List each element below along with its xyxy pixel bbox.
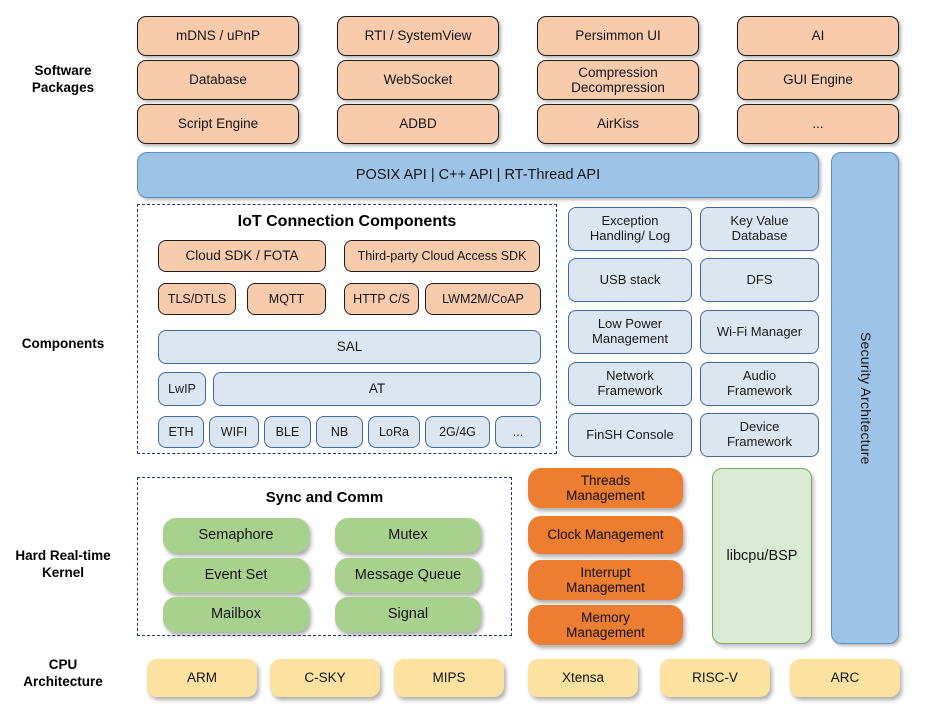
kernel-sync-box[interactable]: Event Set: [163, 558, 309, 593]
link-box[interactable]: 2G/4G: [425, 416, 490, 448]
component-box[interactable]: USB stack: [568, 258, 692, 302]
kernel-management-box[interactable]: Memory Management: [528, 605, 683, 645]
package-box[interactable]: Compression Decompression: [537, 60, 699, 100]
link-box[interactable]: BLE: [264, 416, 311, 448]
iot-protocol-box[interactable]: MQTT: [247, 283, 326, 315]
package-box[interactable]: AirKiss: [537, 104, 699, 144]
at-box[interactable]: AT: [213, 372, 541, 406]
cpu-arch-box[interactable]: ARC: [790, 659, 900, 697]
row-label-software-packages: Software Packages: [31, 63, 95, 95]
row-label-cpu: CPU Architecture: [23, 657, 103, 689]
lwip-box[interactable]: LwIP: [158, 372, 206, 406]
iot-connection-components-title: IoT Connection Components: [237, 213, 457, 230]
kernel-management-box[interactable]: Interrupt Management: [528, 560, 683, 600]
sync-and-comm-group: [137, 477, 512, 636]
link-box[interactable]: ETH: [158, 416, 204, 448]
kernel-sync-box[interactable]: Mailbox: [163, 597, 309, 632]
cpu-arch-box[interactable]: RISC-V: [660, 659, 770, 697]
link-box[interactable]: NB: [316, 416, 363, 448]
component-box[interactable]: DFS: [700, 258, 819, 302]
package-box[interactable]: AI: [737, 16, 899, 56]
kernel-sync-box[interactable]: Message Queue: [335, 558, 481, 593]
kernel-sync-box[interactable]: Signal: [335, 597, 481, 632]
cpu-arch-box[interactable]: ARM: [147, 659, 257, 697]
sal-box[interactable]: SAL: [158, 330, 541, 364]
security-architecture-label: Security Architecture: [857, 331, 874, 465]
component-box[interactable]: Wi-Fi Manager: [700, 310, 819, 354]
package-box[interactable]: mDNS / uPnP: [137, 16, 299, 56]
iot-cloud-box[interactable]: Cloud SDK / FOTA: [158, 240, 326, 272]
row-label-kernel: Hard Real-time Kernel: [15, 548, 111, 580]
component-box[interactable]: Audio Framework: [700, 362, 819, 406]
cpu-arch-box[interactable]: MIPS: [394, 659, 504, 697]
component-box[interactable]: Device Framework: [700, 413, 819, 457]
component-box[interactable]: Low Power Management: [568, 310, 692, 354]
kernel-management-box[interactable]: Threads Management: [528, 468, 683, 508]
row-label-components: Components: [21, 336, 105, 351]
package-box[interactable]: ADBD: [337, 104, 499, 144]
iot-connection-components-group: [137, 204, 557, 454]
cpu-arch-box[interactable]: C-SKY: [270, 659, 380, 697]
libcpu-bsp-box[interactable]: libcpu/BSP: [712, 468, 812, 644]
package-box[interactable]: Persimmon UI: [537, 16, 699, 56]
package-box[interactable]: ...: [737, 104, 899, 144]
iot-protocol-box[interactable]: TLS/DTLS: [158, 283, 236, 315]
kernel-sync-box[interactable]: Mutex: [335, 518, 481, 553]
component-box[interactable]: Key Value Database: [700, 207, 819, 251]
link-box[interactable]: ...: [495, 416, 541, 448]
kernel-management-box[interactable]: Clock Management: [528, 516, 683, 554]
sync-and-comm-title: Sync and Comm: [265, 489, 384, 506]
component-box[interactable]: Network Framework: [568, 362, 692, 406]
package-box[interactable]: Script Engine: [137, 104, 299, 144]
security-architecture-bar[interactable]: Security Architecture: [831, 152, 899, 644]
link-box[interactable]: LoRa: [368, 416, 420, 448]
iot-protocol-box[interactable]: LWM2M/CoAP: [425, 283, 541, 315]
component-box[interactable]: Exception Handling/ Log: [568, 207, 692, 251]
package-box[interactable]: GUI Engine: [737, 60, 899, 100]
package-box[interactable]: Database: [137, 60, 299, 100]
iot-protocol-box[interactable]: HTTP C/S: [344, 283, 419, 315]
package-box[interactable]: RTI / SystemView: [337, 16, 499, 56]
link-box[interactable]: WIFI: [209, 416, 259, 448]
api-bar[interactable]: POSIX API | C++ API | RT-Thread API: [137, 152, 819, 198]
package-box[interactable]: WebSocket: [337, 60, 499, 100]
component-box[interactable]: FinSH Console: [568, 413, 692, 457]
kernel-sync-box[interactable]: Semaphore: [163, 518, 309, 553]
iot-cloud-box[interactable]: Third-party Cloud Access SDK: [344, 240, 540, 272]
cpu-arch-box[interactable]: Xtensa: [528, 659, 638, 697]
